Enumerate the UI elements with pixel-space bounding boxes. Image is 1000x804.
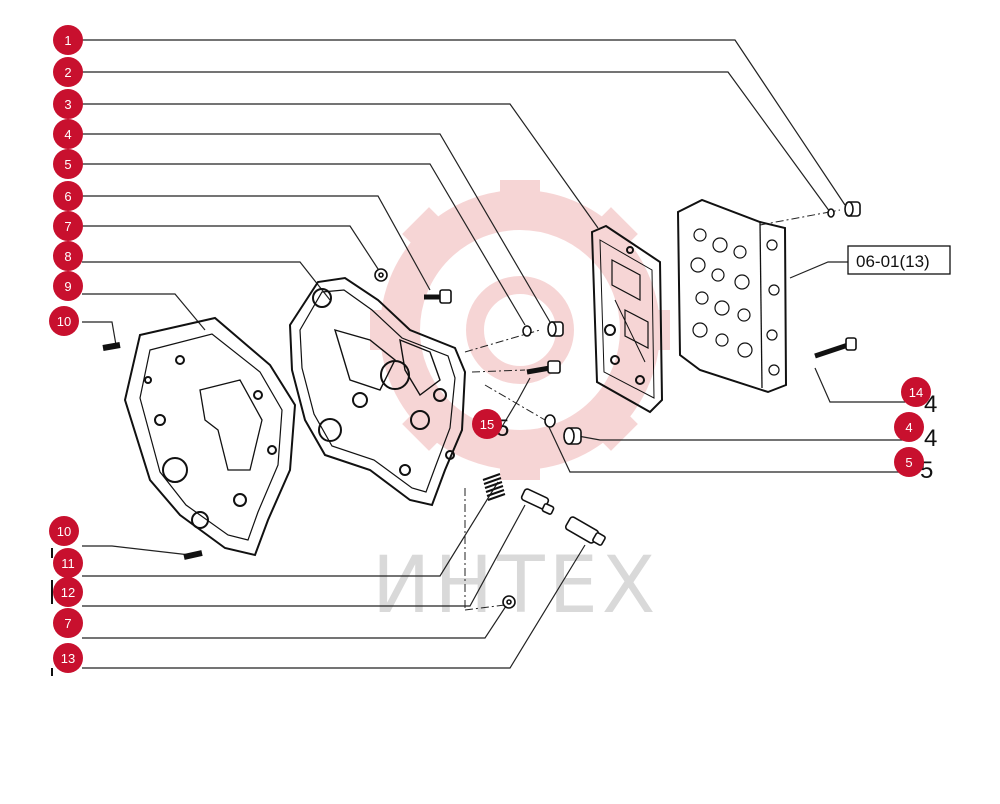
o-ring-part: [522, 325, 532, 337]
long-bolt-part: [814, 337, 857, 359]
svg-text:2: 2: [64, 65, 71, 80]
svg-text:10: 10: [57, 314, 71, 329]
callout-13[interactable]: 13: [53, 643, 83, 673]
callout-markers: 1 2 3 4 5 6 7 8 9 10 10 11 12 7 13 14 4 …: [49, 25, 931, 673]
callout-4-right[interactable]: 4: [894, 412, 924, 442]
housing-part: [288, 276, 467, 507]
fitting-part: [520, 488, 555, 515]
svg-text:15: 15: [480, 417, 494, 432]
o-ring-part: [827, 208, 835, 218]
gasket-part: [123, 316, 297, 557]
callout-5[interactable]: 5: [53, 149, 83, 179]
sensor-part: [564, 516, 606, 546]
svg-text:1: 1: [64, 33, 71, 48]
svg-text:7: 7: [64, 219, 71, 234]
svg-text:3: 3: [64, 97, 71, 112]
callout-6[interactable]: 6: [53, 181, 83, 211]
callout-10-lower[interactable]: 10: [49, 516, 79, 546]
plug-part: [844, 201, 861, 217]
plug-part: [563, 427, 582, 445]
svg-text:4: 4: [64, 127, 71, 142]
o-ring-part: [544, 414, 556, 428]
svg-text:6: 6: [64, 189, 71, 204]
bolt-part: [526, 360, 561, 375]
callout-7[interactable]: 7: [53, 211, 83, 241]
separator-plate-part: [590, 224, 664, 414]
callout-12[interactable]: 12: [53, 577, 83, 607]
svg-text:12: 12: [61, 585, 75, 600]
svg-text:5: 5: [905, 455, 912, 470]
leader-lines: [82, 39, 905, 669]
dowel-pin-part: [183, 550, 203, 560]
callout-15[interactable]: 15: [472, 409, 502, 439]
svg-text:4: 4: [905, 420, 912, 435]
callout-4[interactable]: 4: [53, 119, 83, 149]
reference-box: 06-01(13): [847, 245, 951, 275]
svg-text:4: 4: [924, 425, 937, 452]
svg-text:10: 10: [57, 524, 71, 539]
callout-5-right[interactable]: 5: [894, 447, 924, 477]
svg-text:9: 9: [64, 279, 71, 294]
nut-part: [502, 595, 516, 609]
svg-text:14: 14: [909, 385, 923, 400]
callout-8[interactable]: 8: [53, 241, 83, 271]
callout-10[interactable]: 10: [49, 306, 79, 336]
watermark-text: ИНТЕХ: [372, 541, 659, 631]
reference-label: 06-01(13): [856, 252, 930, 271]
callout-1[interactable]: 1: [53, 25, 83, 55]
spring-part: [482, 473, 506, 501]
svg-text:5: 5: [64, 157, 71, 172]
valve-body-part: [676, 198, 788, 394]
svg-text:11: 11: [61, 556, 75, 571]
hardware-parts: [102, 201, 861, 609]
svg-text:13: 13: [61, 651, 75, 666]
callout-11[interactable]: 11: [53, 548, 83, 578]
bolt-part: [424, 289, 452, 304]
nut-part: [374, 268, 388, 282]
callout-7-lower[interactable]: 7: [53, 608, 83, 638]
svg-text:7: 7: [64, 616, 71, 631]
plug-part: [547, 321, 564, 337]
callout-3[interactable]: 3: [53, 89, 83, 119]
watermark-gear-icon: [370, 180, 670, 480]
callout-14[interactable]: 14: [901, 377, 931, 407]
svg-text:8: 8: [64, 249, 71, 264]
dowel-pin-part: [102, 342, 121, 351]
callout-2[interactable]: 2: [53, 57, 83, 87]
callout-9[interactable]: 9: [53, 271, 83, 301]
